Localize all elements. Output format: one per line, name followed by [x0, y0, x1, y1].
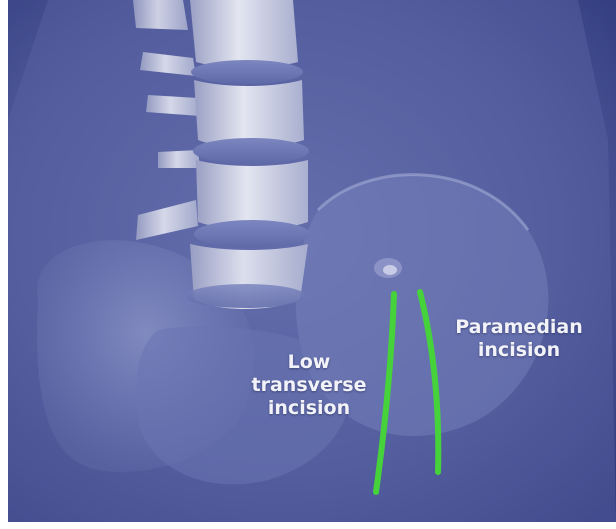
paramedian-label-line: incision — [444, 339, 594, 362]
vertebra — [190, 0, 298, 68]
transverse-process — [133, 0, 188, 30]
paramedian-incision-label: Paramedian incision — [444, 316, 594, 362]
low-transverse-incision-label: Low transverse incision — [246, 351, 372, 420]
anatomy-illustration: Paramedian incision Low transverse incis… — [8, 0, 616, 522]
intervertebral-disc — [186, 284, 306, 308]
low-transverse-label-line: transverse — [246, 374, 372, 397]
paramedian-label-line: Paramedian — [444, 316, 594, 339]
intervertebral-disc — [191, 60, 303, 84]
umbilicus-highlight — [383, 265, 397, 275]
vertebra — [196, 160, 308, 230]
low-transverse-label-line: Low — [246, 351, 372, 374]
intervertebral-disc — [193, 138, 309, 164]
lumbar-spine — [186, 0, 310, 309]
anatomy-svg — [8, 0, 616, 522]
intervertebral-disc — [194, 220, 310, 248]
low-transverse-label-line: incision — [246, 397, 372, 420]
vertebra — [194, 80, 304, 148]
